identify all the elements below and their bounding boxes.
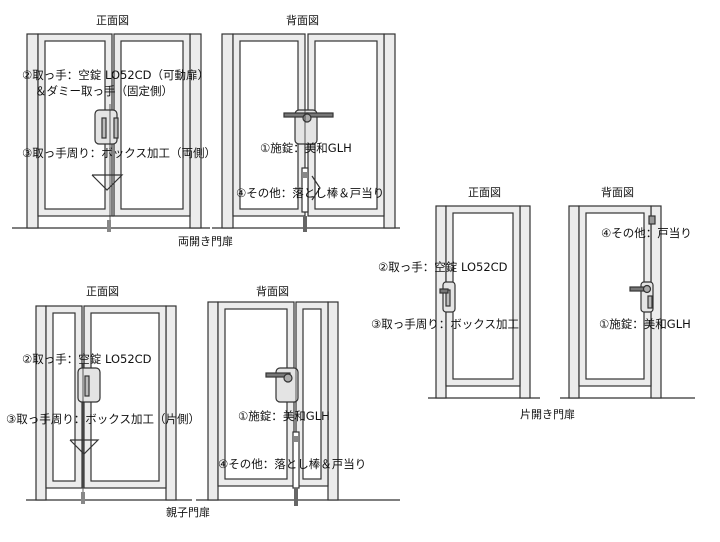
- pc-back-view-title: 背面図: [256, 285, 289, 298]
- double-door-front-drawing: [12, 33, 210, 232]
- double-door-back-drawing: [212, 33, 400, 232]
- double-front-handle-label: ②取っ手：空錠 LO52CD（可動扉）: [22, 68, 210, 82]
- pc-front-box-label: ③取っ手周り：ボックス加工（片側）: [6, 412, 200, 426]
- single-back-view-title: 背面図: [601, 186, 634, 199]
- single-front-handle-label: ②取っ手：空錠 LO52CD: [378, 260, 508, 274]
- double-door-caption: 両開き門扉: [178, 235, 233, 248]
- single-door-caption: 片開き門扉: [520, 408, 575, 421]
- double-front-dummy-handle-label: ＆ダミー取っ手（固定側）: [35, 84, 173, 98]
- double-back-lock-label: ①施錠：美和GLH: [260, 141, 352, 155]
- single-door-front-drawing: [428, 205, 540, 399]
- single-door-back-drawing: [560, 205, 695, 399]
- double-back-view-title: 背面図: [286, 14, 319, 27]
- parent-child-door-front-drawing: [26, 305, 192, 504]
- pc-back-other-label: ④その他：落とし棒＆戸当り: [218, 457, 367, 471]
- double-back-other-label: ④その他：落とし棒＆戸当り: [236, 186, 385, 200]
- single-back-other-label: ④その他：戸当り: [601, 226, 692, 240]
- double-front-view-title: 正面図: [96, 14, 129, 27]
- pc-front-view-title: 正面図: [86, 285, 119, 298]
- pc-back-lock-label: ①施錠：美和GLH: [238, 409, 330, 423]
- parent-child-door-back-drawing: [196, 301, 400, 506]
- pc-front-handle-label: ②取っ手：空錠 LO52CD: [22, 352, 152, 366]
- single-front-view-title: 正面図: [468, 186, 501, 199]
- single-back-lock-label: ①施錠：美和GLH: [599, 317, 691, 331]
- double-front-box-label: ③取っ手周り：ボックス加工（両側）: [22, 146, 216, 160]
- single-front-box-label: ③取っ手周り：ボックス加工: [371, 317, 519, 331]
- parent-child-door-caption: 親子門扉: [166, 506, 210, 519]
